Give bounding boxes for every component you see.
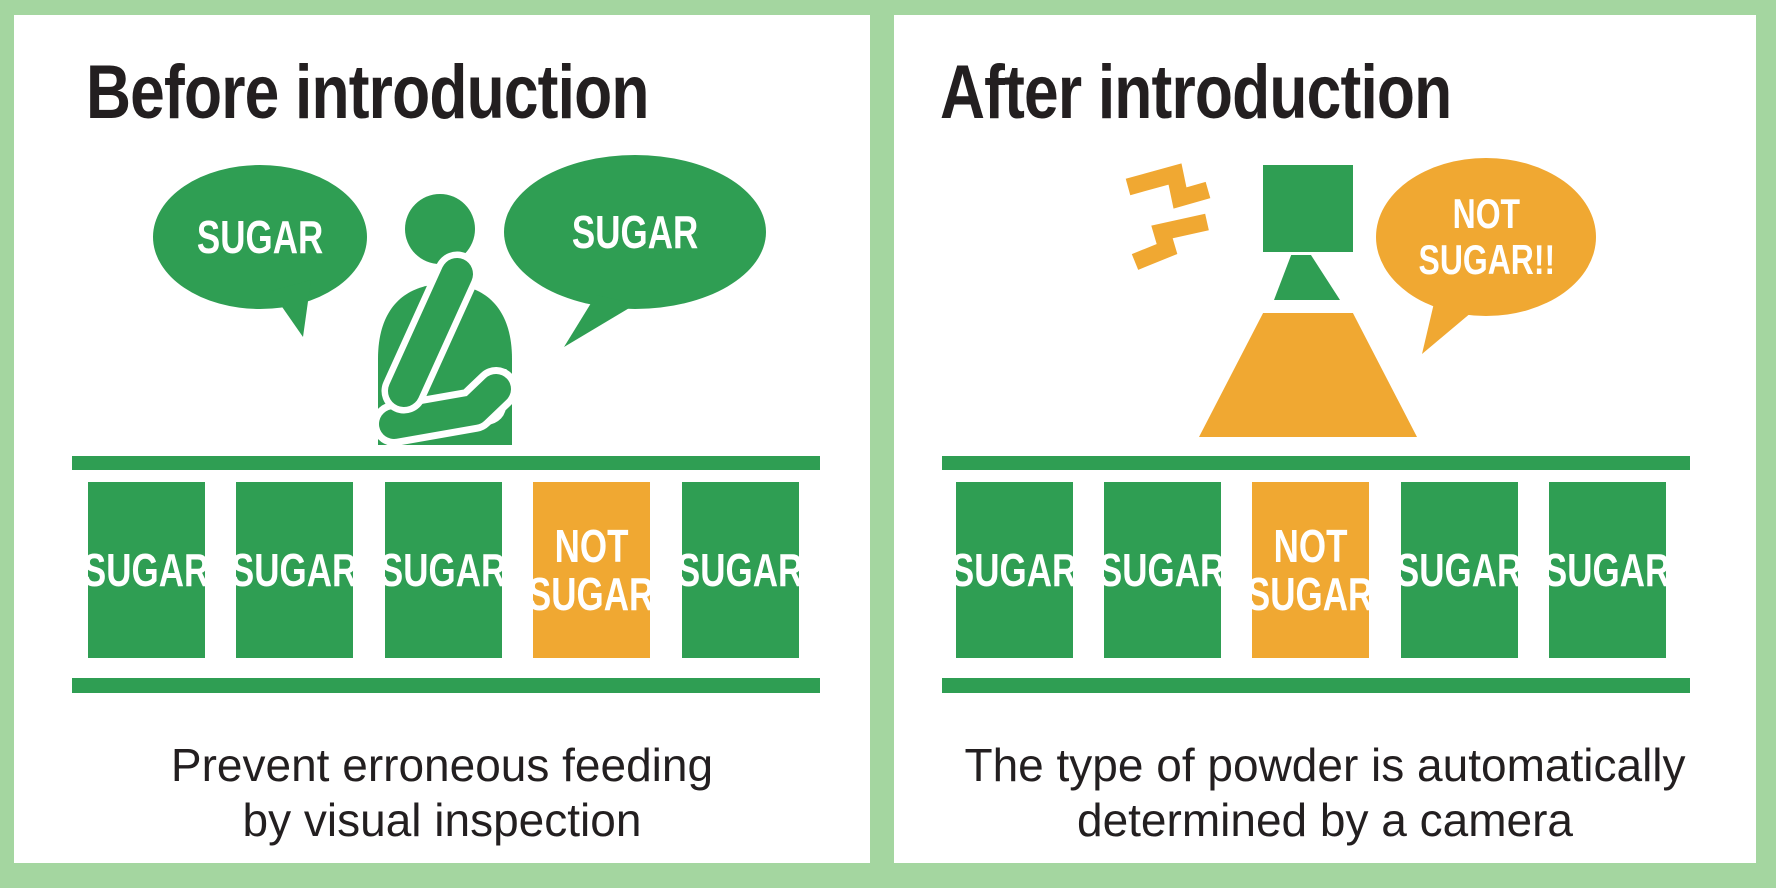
package-box: SUGAR	[677, 482, 804, 658]
conveyor-top-rail	[942, 456, 1690, 470]
conveyor-bottom-rail	[72, 678, 820, 693]
after-caption-line1: The type of powder is automatically	[964, 739, 1686, 791]
package-box: SUGAR	[231, 482, 358, 658]
after-title: After introduction	[940, 50, 1452, 135]
package-box-not-sugar: NOT SUGAR	[1247, 482, 1374, 658]
not-sugar-bubble-text: NOT SUGAR!!	[1418, 190, 1555, 283]
camera-flash-icon	[1104, 155, 1234, 285]
package-box-not-sugar: NOT SUGAR	[528, 482, 655, 658]
camera-lens-icon	[1274, 255, 1340, 300]
package-box: SUGAR	[1099, 482, 1226, 658]
package-box: SUGAR	[951, 482, 1078, 658]
before-panel: Before introduction SUGAR SUGAR	[14, 15, 870, 863]
speech-bubble-left-text: SUGAR	[196, 211, 324, 263]
not-sugar-speech-bubble: NOT SUGAR!!	[1376, 158, 1597, 358]
speech-bubble-left: SUGAR	[153, 165, 367, 350]
speech-bubble-shape	[1376, 158, 1596, 354]
speech-bubble-right-text: SUGAR	[571, 206, 699, 258]
after-panel: After introduction NOT SUGAR!! SUGAR SUG…	[894, 15, 1756, 863]
after-caption-line2: determined by a camera	[1076, 794, 1574, 846]
speech-bubble-shape	[504, 155, 766, 347]
thinking-person-icon	[360, 177, 530, 446]
before-title: Before introduction	[86, 50, 649, 135]
conveyor-top-rail	[72, 456, 820, 470]
package-box: SUGAR	[83, 482, 210, 658]
package-box: SUGAR	[380, 482, 507, 658]
camera-icon	[1263, 165, 1353, 252]
speech-bubble-right: SUGAR	[504, 155, 766, 350]
package-box: SUGAR	[1544, 482, 1671, 658]
before-caption: Prevent erroneous feeding by visual insp…	[14, 738, 870, 848]
before-caption-line2: by visual inspection	[242, 794, 642, 846]
conveyor-bottom-rail	[942, 678, 1690, 693]
speech-bubble-shape	[153, 165, 367, 337]
after-caption: The type of powder is automatically dete…	[894, 738, 1756, 848]
package-box: SUGAR	[1396, 482, 1523, 658]
before-caption-line1: Prevent erroneous feeding	[170, 739, 714, 791]
